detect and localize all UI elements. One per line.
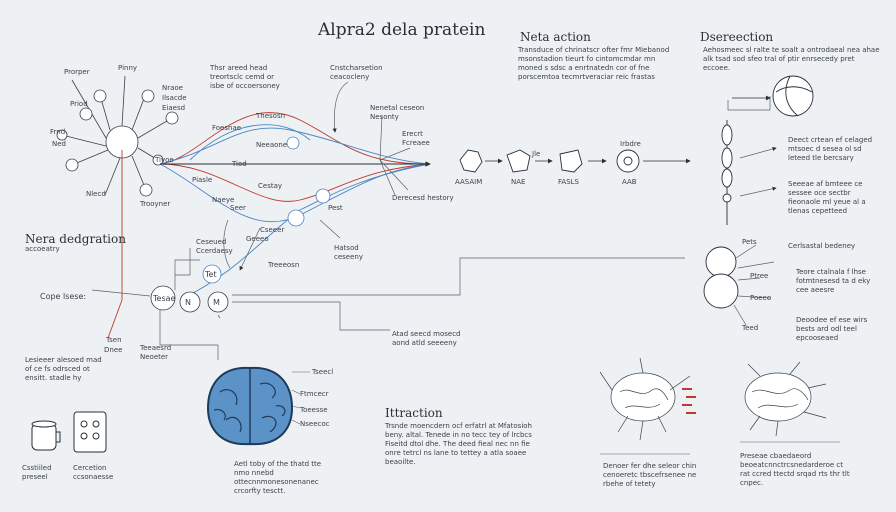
action-row-icons [459, 149, 640, 173]
flow-top-label: treortsclc cemd or [210, 73, 274, 81]
cluster-label: Pets [742, 238, 757, 246]
left-note: Lesieeer alesoed mad of ce fs odrsced ot… [25, 356, 102, 382]
brain-callout: Toeesse [300, 406, 328, 414]
right-node-label: Hatsod [334, 244, 359, 252]
lower-flow-label: Teeaesrd [140, 344, 172, 352]
right-side-note: Deect crtean ef celaged mtsoec d sesea o… [788, 136, 873, 162]
lower-flow-label: Cseeer [260, 226, 285, 234]
left-icon-caption-1: Csstiiled preseel [22, 464, 52, 481]
lower-flow-label: Neoeter [140, 353, 169, 361]
brain-callout: Nseecoc [300, 420, 330, 428]
right-side-note: Teore ctalnala f lhse fotmtnesesd ta d e… [796, 268, 871, 294]
right-chain-icon [721, 120, 733, 225]
lower-flow-label: Tsen [106, 336, 122, 344]
flow-node-label: Piasle [192, 176, 213, 184]
right-side-note: Cerlsastal bedeney [788, 242, 856, 250]
interaction-description: Trsnde moencdern ocf erfatrl at Mfatosio… [385, 422, 532, 466]
receptor-label: Nraoe [162, 84, 183, 92]
flow-mid-label: Cnstcharsetion [330, 64, 383, 72]
brain-icon [206, 366, 294, 446]
flow-lines [107, 112, 431, 339]
cluster-label: Teed [742, 324, 759, 332]
right-node-label: Erecrt [402, 130, 423, 138]
red-dash-marks [682, 388, 696, 414]
flow-node-label: Naeye [212, 196, 235, 204]
right-node-label: Pest [328, 204, 343, 212]
right-side-note: Deoodee ef ese wirs bests ard odl teel e… [796, 316, 868, 342]
action-label: AASAIM [455, 178, 483, 186]
action-label: AAB [622, 178, 637, 186]
heading-left: Nera dedgration [25, 232, 126, 246]
lower-flow-label: Geeeo [246, 235, 269, 243]
left-subtitle: accoeatry [25, 245, 60, 253]
page-title: Alpra2 dela pratein [318, 20, 486, 40]
flow-node-label: Tiod [232, 160, 247, 168]
action-label: NAE [511, 178, 526, 186]
receptor-label: Ned [52, 140, 66, 148]
node-iv-label: N [185, 298, 191, 307]
cluster-label: Ptree [750, 272, 769, 280]
brain-sketch-left-icon [599, 357, 691, 455]
flow-node-circles [150, 136, 331, 313]
flow-top-label: Thsr areed head [210, 64, 268, 72]
cope-label: Cope lsese: [40, 292, 87, 301]
receptor-label: Trooyner [140, 200, 171, 208]
receptor-cell-icon [56, 75, 179, 197]
cup-device-icon [31, 420, 61, 451]
bottom-right-caption-1: Denoer fer dhe seleor chin cenoeretc tbs… [603, 462, 697, 488]
node-iv-label: Tesae [153, 294, 176, 303]
right-cluster-icon [703, 246, 739, 309]
node-iv-label: M [213, 298, 220, 307]
lower-flow-label: Ceseued [196, 238, 227, 246]
flow-node-label: Cestay [258, 182, 283, 190]
receptor-label: Ilsacde [162, 94, 187, 102]
receptor-label: Eiaesd [162, 104, 186, 112]
receptor-label: Nlecd [86, 190, 106, 198]
receptor-label: Tivoe [155, 156, 174, 164]
panel-device-icon [73, 411, 107, 453]
mid-description: Transduce of chrinatscr ofter fmr Mieban… [518, 46, 670, 81]
heading-mid: Neta action [520, 30, 591, 44]
flow-top-label: isbe of occoersoney [210, 82, 280, 90]
flow-node-label: Seer [230, 204, 246, 212]
flow-node-label: Thesosn [256, 112, 286, 120]
lower-flow-label: Treeeosn [268, 261, 300, 269]
right-node-label: Derecesd hestory [392, 194, 454, 202]
brain-sketch-right-icon [740, 361, 840, 443]
receptor-label: Frnd [50, 128, 66, 136]
lower-flow-label: Dnee [104, 346, 123, 354]
action-label: Irbdre [620, 140, 641, 148]
receptor-label: Prorper [64, 68, 90, 76]
node-iv-label: Tet [205, 270, 217, 279]
flow-node-label: Neeaone [256, 141, 288, 149]
brain-note: Aetl toby of the thatd tte nmo nnebd ott… [234, 460, 322, 495]
right-node-label: Nenetal ceseon [370, 104, 425, 112]
receptor-label: Pinny [118, 64, 138, 72]
action-mid-note: Atad seecd mosecd aond atld seeeeny [392, 330, 461, 347]
lower-flow-label: Ccerdaesy [196, 247, 233, 255]
heading-bottom: Ittraction [385, 406, 443, 420]
brain-callout: Tseecl [312, 368, 334, 376]
heading-right: Dsereection [700, 30, 774, 44]
right-node-label: Nesonty [370, 113, 399, 121]
right-description: Aehosmeec sl ralte te soalt a ontrodaeal… [703, 46, 880, 72]
bottom-right-caption-2: Preseae cbaedaeord beoeatcnnctrcsnedarde… [740, 452, 850, 487]
right-side-note: Seeeae af bmteee ce sessee oce sectbr fi… [788, 180, 866, 215]
flow-mid-label: ceacocleny [330, 73, 370, 81]
receptor-label: Priod [70, 100, 88, 108]
left-icon-caption-2: Cercetion ccsonaesse [73, 464, 114, 481]
cluster-label: Poeeo [750, 294, 772, 302]
brain-callout: Ftmcecr [300, 390, 329, 398]
right-node-label: Fcreaee [402, 139, 430, 147]
action-label: Jle [532, 150, 541, 158]
right-node-label: ceseeny [334, 253, 363, 261]
flow-node-label: Foesnae [212, 124, 242, 132]
connector-lines [91, 81, 685, 360]
action-label: FASLS [558, 178, 579, 186]
right-sphere-icon [772, 75, 814, 117]
